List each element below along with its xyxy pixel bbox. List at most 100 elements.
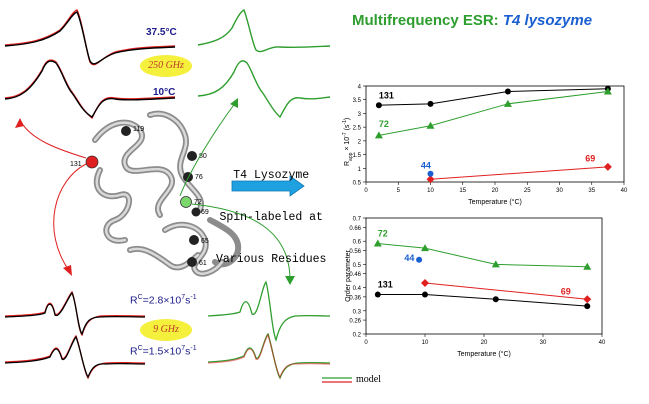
data-point-131 [492, 296, 499, 303]
x-axis-label: Temperature (°C) [468, 198, 522, 206]
series-label-72: 72 [379, 119, 389, 129]
plot-frame [365, 217, 603, 335]
y-tick-label: 2.5 [353, 126, 362, 132]
series-line-72 [377, 243, 588, 268]
data-point-131 [374, 291, 381, 298]
green-arrowhead-down [285, 276, 295, 285]
lysozyme-line-3: Various Residues [216, 253, 327, 266]
title-italic: T4 lysozyme [502, 12, 593, 29]
series-line-131 [377, 294, 588, 307]
x-tick-label: 30 [540, 340, 547, 346]
x-tick-label: 0 [364, 188, 368, 194]
series-line-72 [378, 90, 608, 136]
residue-label-65: 65 [201, 238, 209, 245]
spectrum-9ghz-top [4, 290, 146, 337]
y-tick-label: 0.26 [349, 319, 361, 325]
data-point-69 [603, 162, 612, 171]
rc-bottom-val: =1.5×10 [142, 345, 182, 358]
residue-76-sphere [183, 172, 193, 182]
residue-label-119: 119 [133, 126, 144, 133]
rc-label-top: RC=2.8×107s-1 [130, 294, 197, 307]
y-axis-label-part: ) [344, 118, 351, 120]
blue-arrow [231, 175, 305, 197]
residue-label-131: 131 [70, 161, 82, 168]
y-tick-label: 2 [358, 139, 362, 145]
rc-bottom-unit-exp: -1 [190, 345, 197, 352]
residue-label-72: 72 [194, 199, 202, 206]
residue-72-sphere [180, 196, 192, 208]
y-tick-label: 0.4 [353, 286, 362, 292]
series-label-131: 131 [378, 280, 393, 290]
freq-badge-250ghz: 250 GHz [140, 55, 192, 77]
y-tick-label: 4 [358, 85, 362, 91]
lysozyme-line-2: Spin-labeled at [219, 211, 323, 224]
data-point-44 [427, 170, 434, 177]
x-tick-label: 35 [588, 188, 595, 194]
x-tick-label: 20 [481, 340, 488, 346]
y-axis-label-part: -7 [342, 132, 348, 137]
y-tick-label: 0.46 [349, 272, 361, 278]
series-label-69: 69 [585, 153, 595, 163]
residue-label-61: 61 [199, 260, 207, 267]
x-tick-label: 5 [397, 188, 401, 194]
y-tick-label: 0.6 [353, 240, 362, 246]
series-label-44: 44 [404, 253, 414, 263]
spectrum-250ghz-10c [4, 59, 176, 120]
y-tick-label: 3.5 [353, 98, 362, 104]
y-axis-label-part: (s [344, 124, 351, 132]
residue-80-sphere [187, 151, 197, 161]
page-title: Multifrequency ESR: T4 lysozyme [352, 12, 592, 29]
y-tick-label: 1.5 [353, 153, 362, 159]
series-label-72: 72 [378, 229, 388, 239]
red-connector-arrows [19, 119, 87, 273]
residue-label-69: 69 [201, 209, 209, 216]
spectrum-9ghz-model [207, 280, 331, 380]
residue-label-80: 80 [199, 153, 207, 160]
red-arrowhead-down [63, 265, 72, 276]
residue-label-76: 76 [195, 174, 203, 181]
rc-label-bottom: RC=1.5×107s-1 [130, 345, 197, 358]
data-point-131 [375, 102, 382, 109]
protein-structure-highlight [93, 112, 224, 275]
freq-badge-9ghz: 9 GHz [140, 319, 192, 341]
series-label-131: 131 [379, 90, 394, 100]
y-tick-label: 1 [358, 167, 362, 173]
series-line-69 [424, 282, 588, 300]
data-point-72 [421, 244, 429, 252]
title-main: Multifrequency ESR: [352, 12, 499, 29]
spectrum-250ghz-37c [4, 9, 176, 66]
rc-top-sup: C [137, 294, 143, 301]
data-point-72 [503, 99, 512, 107]
rc-top-exp: 7 [181, 294, 186, 301]
residue-119-sphere [121, 126, 131, 136]
series-line-131 [378, 88, 608, 106]
data-point-72 [491, 260, 500, 268]
residue-131-sphere [85, 155, 99, 169]
data-point-131 [422, 291, 428, 298]
y-tick-label: 0.5 [353, 263, 362, 269]
y-tick-label: 0.36 [349, 295, 361, 301]
rc-bottom-r: R [130, 345, 138, 358]
data-point-131 [504, 88, 511, 95]
data-point-69 [421, 278, 429, 287]
x-tick-label: 40 [621, 188, 628, 194]
data-point-72 [603, 87, 612, 95]
y-axis-label-part: -1 [342, 120, 348, 125]
rc-top-unit: s [185, 294, 191, 307]
data-point-69 [426, 175, 435, 184]
red-arrowhead-up [15, 118, 24, 128]
x-tick-label: 25 [524, 188, 531, 194]
residue-61-sphere [187, 257, 197, 267]
x-tick-label: 0 [364, 340, 368, 346]
y-axis-label-part: app [348, 152, 354, 161]
data-point-72 [374, 131, 383, 139]
legend-model-label: model [356, 374, 381, 385]
data-point-72 [583, 262, 592, 270]
rc-bottom-unit: s [185, 345, 191, 358]
y-tick-label: 0.66 [349, 226, 361, 232]
y-tick-label: 0.5 [353, 181, 362, 187]
y-tick-label: 0.3 [353, 309, 362, 315]
